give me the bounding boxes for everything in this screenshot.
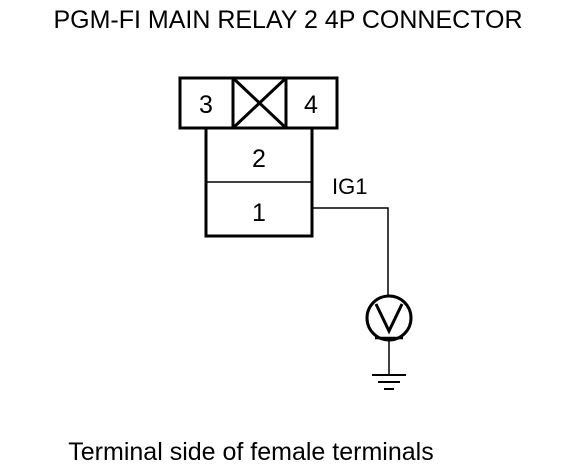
- blank-cavity-icon: [231, 76, 288, 130]
- diagram-title: PGM-FI MAIN RELAY 2 4P CONNECTOR: [53, 6, 522, 34]
- connector-body: 2 1: [204, 126, 314, 238]
- ground-icon: [372, 374, 406, 390]
- pin-1-label: 1: [252, 199, 266, 227]
- diagram-caption: Terminal side of female terminals: [68, 438, 433, 466]
- pin-2-label: 2: [252, 145, 266, 173]
- connector-top-row: 3 4: [178, 76, 339, 130]
- ig1-wire: [312, 207, 389, 296]
- pin-3-label: 3: [199, 91, 213, 119]
- pin-4-label: 4: [304, 91, 318, 119]
- voltmeter-icon: [365, 294, 413, 342]
- wire-label: IG1: [332, 174, 367, 199]
